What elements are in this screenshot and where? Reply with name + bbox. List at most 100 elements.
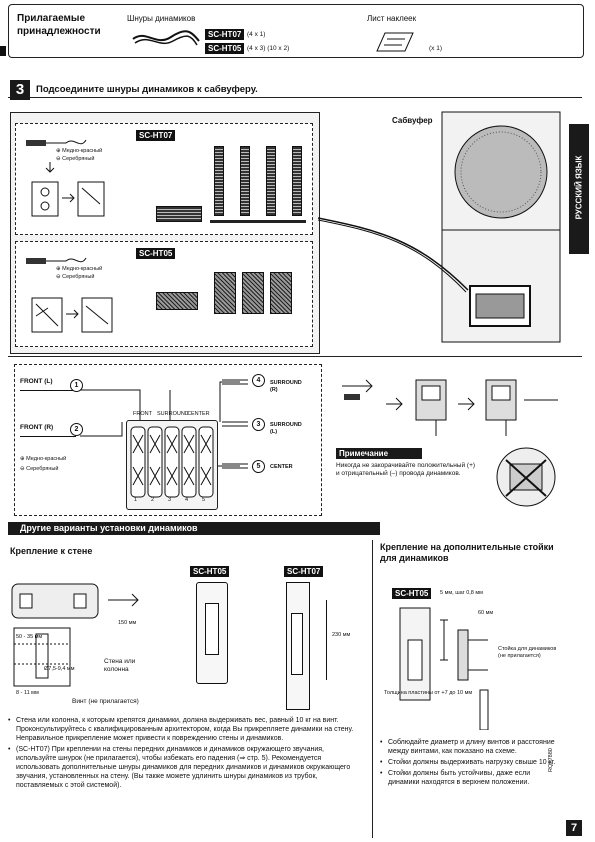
wall-ht07-speaker	[286, 582, 310, 710]
stand-bullet: Стойки должны быть устойчивы, даже если …	[380, 769, 560, 787]
ht05-copper-label: ⊕ Медно-красный	[56, 266, 103, 272]
terminal-num-1: 1	[134, 497, 138, 503]
ht07-tall-speaker	[292, 146, 302, 216]
sticker-label: Лист наклеек	[367, 14, 417, 23]
wall-ht07-tag: SC-HT07	[284, 566, 324, 577]
stand-screw-spec: 5 мм, шаг 0,8 мм	[440, 590, 483, 596]
wire-ends	[222, 379, 248, 469]
num-circle-5: 5	[252, 460, 265, 473]
ht07-tag: SC-HT07	[205, 29, 245, 40]
bracket-slot	[291, 613, 303, 675]
column-divider	[372, 540, 373, 838]
dim-230-line	[326, 600, 327, 680]
ht07-tall-speaker	[214, 146, 224, 216]
ht07-tall-speaker	[240, 146, 250, 216]
surround-l-label: SURROUND (L)	[270, 422, 302, 435]
terminal-num-2: 2	[151, 497, 155, 503]
language-side-tab	[569, 124, 589, 254]
stand-illustration	[399, 607, 489, 730]
ht05-speaker	[270, 272, 292, 314]
note-block: Примечание Никогда не закорачивайте поло…	[336, 448, 478, 478]
stand-ht05-tag: SC-HT05	[392, 588, 432, 599]
ht07-silver-label: ⊖ Серебряный	[56, 156, 95, 162]
front-l-label: FRONT (L)	[20, 378, 53, 385]
terminal-num-5: 5	[202, 497, 206, 503]
wall-ht05-tag: SC-HT05	[190, 566, 230, 577]
dim-8-11: 8 - 11 мм	[16, 690, 39, 696]
speaker-cord-image	[132, 30, 200, 46]
wall-bullet: (SC-HT07) При креплении на стены передни…	[8, 745, 366, 790]
num-circle-1: 1	[70, 379, 83, 392]
front-r-wire	[20, 436, 76, 437]
ht05-speaker	[214, 272, 236, 314]
dim-phi: Ø7,5-9,4 мм	[44, 666, 75, 672]
stand-not-supplied-label: Стойка для динамиков (не прилагается)	[498, 646, 557, 659]
ht05-panel: SC-HT05 ⊕ Медно-красный ⊖ Серебряный	[15, 241, 313, 347]
ht05-silver-label: ⊖ Серебряный	[56, 274, 95, 280]
stand-bullet: Соблюдайте диаметр и длину винтов и расс…	[380, 738, 560, 756]
cord-twist-illustration	[26, 139, 105, 217]
wall-or-column-label: Стена или колонна	[104, 658, 136, 673]
wall-bullets: Стена или колонна, к которым крепятся ди…	[8, 716, 366, 790]
center-label: CENTER	[270, 464, 293, 470]
front-l-wire	[20, 390, 76, 391]
num-circle-3: 3	[252, 418, 265, 431]
legend-silver: ⊖ Серебряный	[20, 466, 59, 472]
terminal-num-3: 3	[168, 497, 172, 503]
ht05-qty: (4 x 3) (10 x 2)	[247, 45, 290, 52]
stand-bullets: Соблюдайте диаметр и длину винтов и расс…	[380, 738, 560, 787]
wiring-area	[14, 364, 322, 516]
wall-mount-title: Крепление к стене	[10, 546, 93, 556]
terminal-num-4: 4	[185, 497, 189, 503]
dim-50-35: 50 - 35 мм	[16, 634, 43, 640]
ht05-tag: SC-HT05	[205, 43, 245, 54]
terminal-block: FRONT SURROUND CENTER 1 2 3 4 5	[126, 411, 218, 510]
clip-insert-diagram	[342, 379, 558, 436]
num-circle-2: 2	[70, 423, 83, 436]
clip-illustration	[26, 257, 113, 333]
short-circuit-illustration	[496, 447, 556, 507]
terminal-label-front: FRONT	[133, 411, 152, 417]
dim-150: 150 мм	[118, 620, 137, 626]
terminal-clips	[130, 426, 214, 498]
ht07-copper-label: ⊕ Медно-красный	[56, 148, 103, 154]
terminal-label-surround: SURROUND	[157, 411, 189, 417]
stand-bullets-block: Соблюдайте диаметр и длину винтов и расс…	[380, 738, 560, 789]
page-marker	[0, 46, 6, 56]
speaker-cords-label: Шнуры динамиков	[127, 14, 196, 23]
ht07-tall-speakers	[208, 142, 308, 230]
doc-code: RQT7880	[548, 748, 554, 772]
ht07-tall-speaker	[266, 146, 276, 216]
note-text: Никогда не закорачивайте положительный (…	[336, 462, 476, 477]
num-circle-4: 4	[252, 374, 265, 387]
page-number: 7	[566, 820, 582, 836]
stand-mount-title: Крепление на дополнительные стойки для д…	[380, 542, 554, 563]
wall-ht05-speaker	[196, 582, 228, 684]
legend-copper: ⊕ Медно-красный	[20, 456, 67, 462]
step-number: 3	[10, 80, 30, 100]
wall-bracket-illustration	[11, 583, 139, 687]
ht07-panel-tag: SC-HT07	[136, 130, 176, 141]
dim-230: 230 мм	[332, 632, 351, 638]
note-title: Примечание	[336, 448, 422, 459]
wiring-divider	[8, 356, 582, 357]
other-options-banner: Другие варианты установки динамиков	[8, 522, 380, 535]
screw-not-supplied-label: Винт (не прилагается)	[72, 698, 139, 705]
wall-bullet: Стена или колонна, к которым крепятся ди…	[8, 716, 366, 743]
ht07-qty: (4 x 1)	[247, 31, 266, 38]
accessories-title-1: Прилагаемые	[17, 13, 86, 24]
dim-60: 60 мм	[478, 610, 494, 616]
ht07-center-speaker	[156, 206, 202, 222]
cable-to-subwoofer	[318, 217, 469, 293]
ht07-panel: SC-HT07 ⊕ Медно-красный ⊖ Серебряный	[15, 123, 313, 235]
front-r-label: FRONT (R)	[20, 424, 54, 431]
ht05-speaker	[242, 272, 264, 314]
wall-bullets-block: Стена или колонна, к которым крепятся ди…	[8, 716, 366, 792]
ht05-panel-tag: SC-HT05	[136, 248, 176, 259]
sticker-qty: (x 1)	[429, 45, 442, 52]
bracket-slot	[205, 603, 219, 655]
step-title: Подсоедините шнуры динамиков к сабвуферу…	[36, 84, 258, 95]
terminal-label-center: CENTER	[187, 411, 210, 417]
speaker-stand	[210, 220, 306, 223]
ht05-center-speaker	[156, 292, 198, 310]
